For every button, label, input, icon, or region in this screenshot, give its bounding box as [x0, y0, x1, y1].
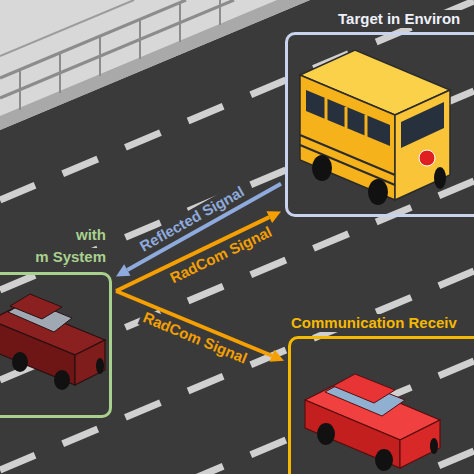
heading-label: with — [73, 226, 109, 244]
radar-car — [0, 294, 105, 390]
signal-arrow — [116, 291, 284, 362]
school-bus — [300, 50, 450, 205]
node-group: with m System — [0, 226, 115, 421]
edge-label: RadCom Signal — [138, 307, 253, 368]
heading-label: Communication Receiv — [288, 314, 460, 332]
highlight-frame — [288, 336, 474, 474]
receiver-car — [305, 374, 440, 471]
highlight-frame — [0, 272, 112, 418]
node-group: Communication Receiv — [288, 314, 474, 474]
heading-label: Target in Environ — [335, 10, 463, 28]
heading-label: m System — [32, 248, 109, 266]
node-group: Target in Environ — [283, 10, 474, 230]
arrow-head — [116, 264, 131, 276]
highlight-frame — [285, 32, 474, 217]
arrow-head — [270, 350, 284, 362]
guard-rail — [0, 0, 310, 130]
